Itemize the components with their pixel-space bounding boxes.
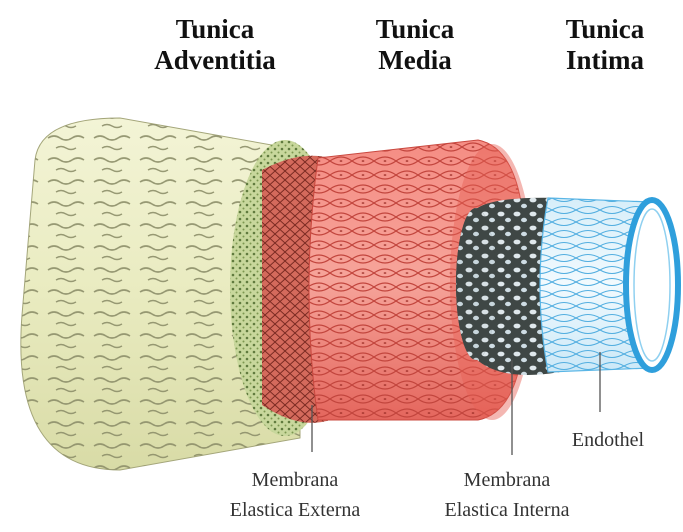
label-externa-line1: Membrana: [195, 468, 395, 492]
label-interna-line1: Membrana: [412, 468, 602, 492]
label-membrana-elastica-interna: Membrana Elastica Interna: [412, 468, 602, 522]
label-membrana-elastica-externa: Membrana Elastica Externa: [195, 468, 395, 522]
label-externa-line2: Elastica Externa: [195, 498, 395, 522]
label-interna-line2: Elastica Interna: [412, 498, 602, 522]
label-endothel: Endothel: [548, 428, 668, 452]
intima-layer: [540, 198, 678, 372]
